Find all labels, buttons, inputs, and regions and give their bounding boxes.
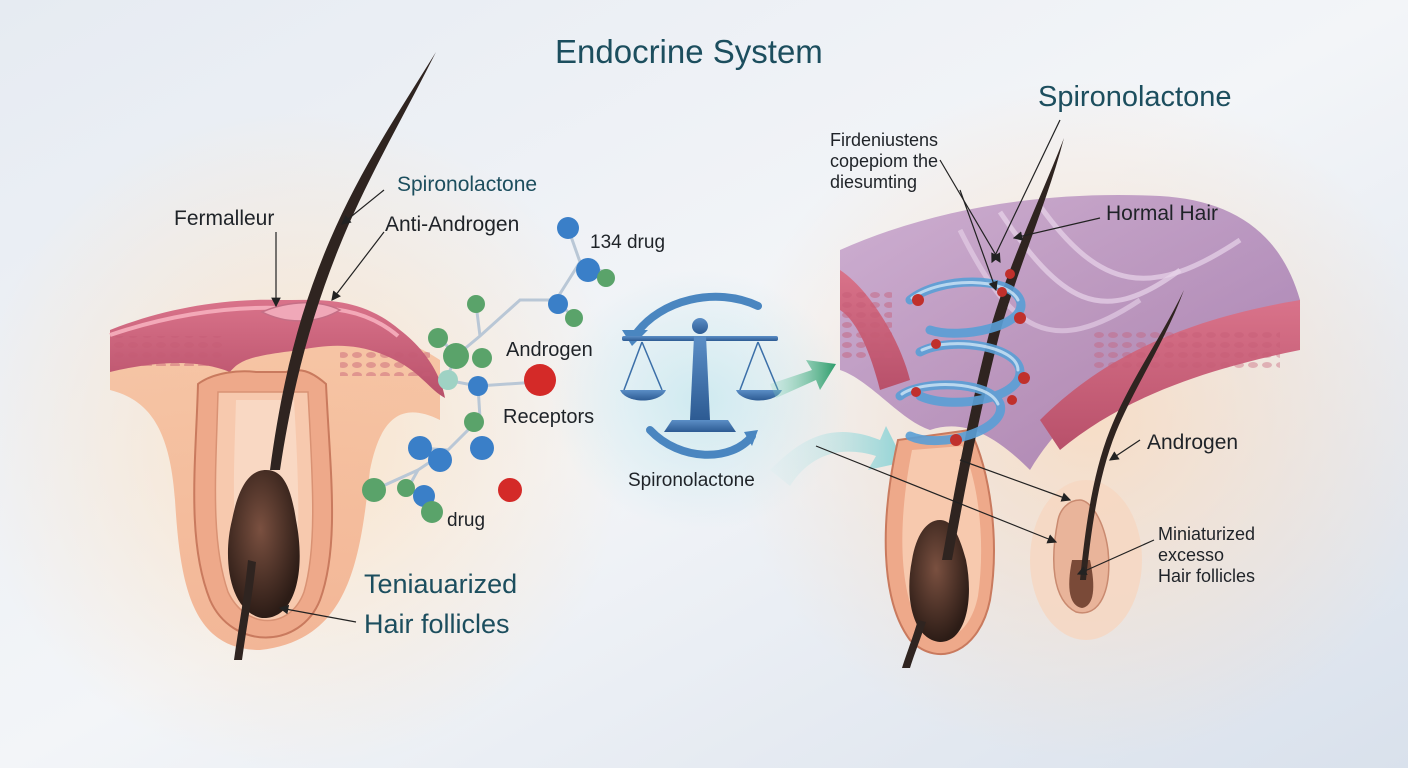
atom-blue [408, 436, 432, 460]
atom-green [397, 479, 415, 497]
molecule-drug-label: drug [447, 510, 486, 531]
atom-light [438, 370, 458, 390]
atom-green [428, 328, 448, 348]
right-excesso-label: excesso [1158, 545, 1225, 565]
right-title: Spironolactone [1038, 81, 1232, 113]
receptor-dots [911, 269, 1030, 446]
atom-green [464, 412, 484, 432]
atom-green [597, 269, 615, 287]
atom-green [443, 343, 469, 369]
atom-blue [468, 376, 488, 396]
atom-green [362, 478, 386, 502]
right-hair-follicles-label: Hair follicles [1158, 566, 1256, 586]
right-note-line1: Firdeniustens [830, 130, 939, 150]
right-note-line3: diesumting [830, 172, 918, 192]
page-title: Endocrine System [555, 33, 823, 70]
right-note-line2: copepiom the [830, 151, 939, 171]
green-arrow [770, 360, 836, 398]
atom-blue [428, 448, 452, 472]
molecule-androgen-label: Androgen [506, 339, 593, 361]
molecule-receptors-label: Receptors [503, 406, 595, 428]
teal-arrow [770, 426, 904, 486]
left-fermalleur-label: Fermalleur [174, 207, 275, 230]
atom-green [565, 309, 583, 327]
molecule-atoms [362, 217, 615, 523]
leader-lines [271, 119, 1155, 623]
left-spironolactone-label: Spironolactone [397, 173, 538, 196]
left-follicle [109, 52, 445, 660]
atom-blue [548, 294, 568, 314]
atom-red [524, 364, 556, 396]
left-hair-follicles-label: Hair follicles [364, 609, 510, 639]
right-androgen-label: Androgen [1147, 431, 1239, 454]
atom-green [467, 295, 485, 313]
atom-red [498, 478, 522, 502]
atom-blue [576, 258, 600, 282]
molecule-134-drug-label: 134 drug [590, 232, 666, 253]
right-miniaturized-label: Miniaturized [1158, 524, 1256, 544]
atom-blue [470, 436, 494, 460]
atom-green [472, 348, 492, 368]
left-teniaurized-label: Teniauarized [364, 569, 518, 599]
atom-green [421, 501, 443, 523]
right-hormal-hair-label: Hormal Hair [1106, 202, 1219, 225]
atom-blue [557, 217, 579, 239]
left-anti-androgen-label: Anti-Androgen [385, 213, 520, 236]
balance-scale [620, 292, 782, 459]
center-spironolactone-label: Spironolactone [628, 470, 755, 491]
